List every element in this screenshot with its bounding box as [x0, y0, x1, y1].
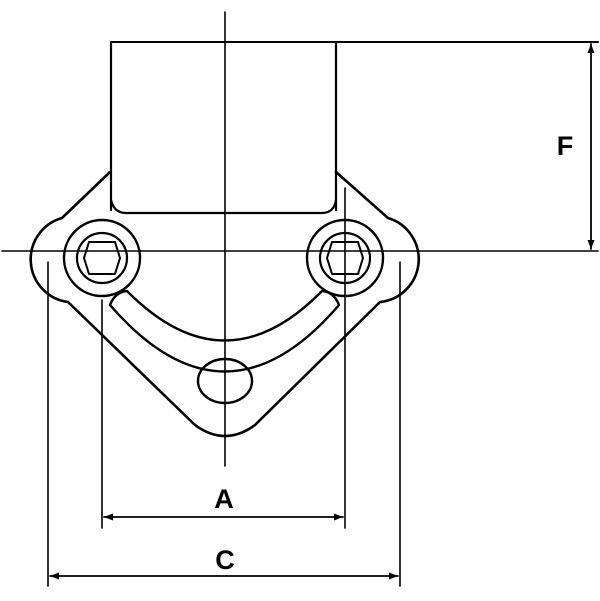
left-hex-socket-icon — [83, 241, 121, 275]
pipe-bottom-edge — [109, 198, 338, 215]
dimension-label-f: F — [557, 131, 574, 161]
left-bolt-washer — [75, 231, 129, 285]
left-bolt-hole — [62, 218, 142, 298]
right-hex-socket-icon — [326, 241, 364, 275]
center-port-hole — [196, 357, 254, 405]
flange-outline — [29, 170, 421, 438]
flange-inner-cutout — [108, 289, 341, 373]
dimension-label-c: C — [215, 545, 235, 575]
dimension-label-a: A — [214, 484, 234, 514]
